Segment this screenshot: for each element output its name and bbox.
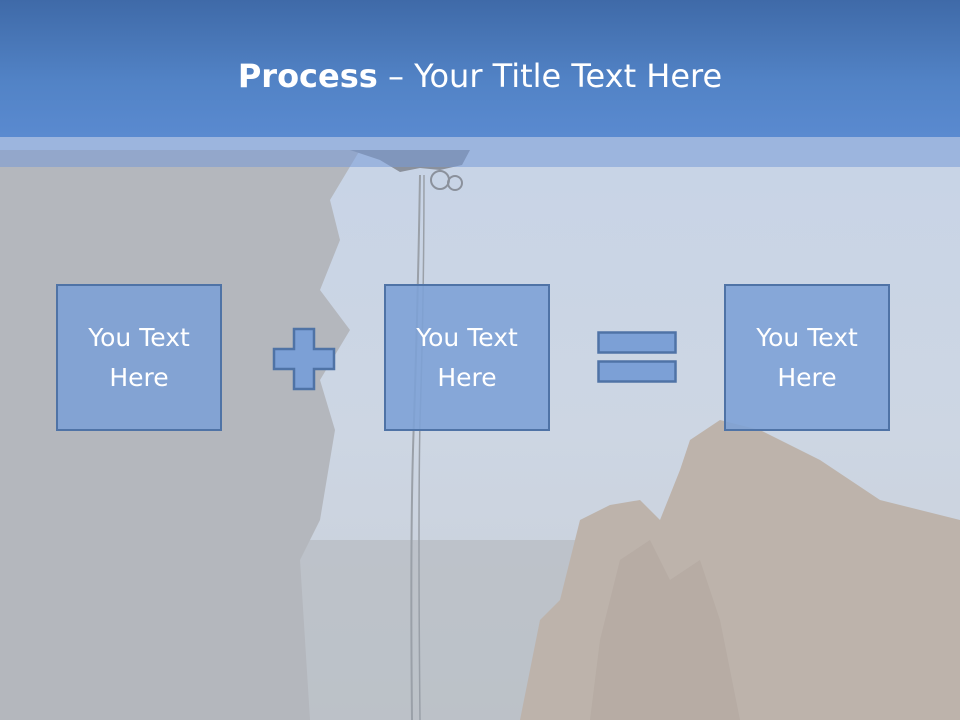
plus-icon [272,327,336,391]
title-bar [0,0,960,137]
text-box-1-label: You Text Here [88,322,190,392]
text-box-3[interactable]: You Text Here [724,284,890,431]
text-box-1[interactable]: You Text Here [56,284,222,431]
title-rest: – Your Title Text Here [377,57,723,95]
text-box-2-label: You Text Here [416,322,518,392]
title-bar-band [0,137,960,167]
text-box-2[interactable]: You Text Here [384,284,550,431]
text-box-3-label: You Text Here [756,322,858,392]
page-title: Process – Your Title Text Here [0,54,960,98]
title-bold: Process [237,57,378,95]
equals-icon [597,331,677,383]
